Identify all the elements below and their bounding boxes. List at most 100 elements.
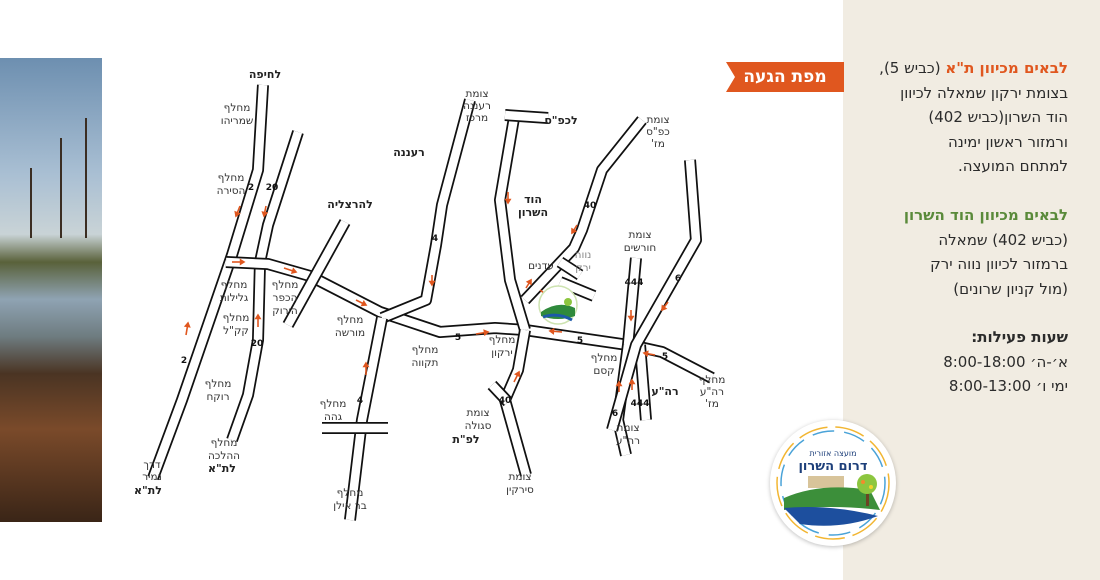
direction-arrow-head bbox=[261, 211, 269, 218]
label-glilot-2: גלילות bbox=[220, 292, 249, 304]
hours-row: א׳-ה׳ 8:00-18:00 bbox=[943, 352, 1068, 371]
label-kfar-hayarok-3: הירוק bbox=[272, 305, 297, 317]
label-halacha-ta: לת"א bbox=[208, 462, 236, 475]
label-halacha-2: ההלכה bbox=[208, 450, 240, 462]
hours-title: שעות פעילות: bbox=[971, 328, 1068, 346]
label-tikva: מחלף bbox=[412, 344, 439, 356]
label-rosh-haayin-east-3: מז' bbox=[705, 398, 719, 410]
road-number-20: 20 bbox=[266, 183, 279, 193]
label-morasha: מחלף bbox=[337, 314, 364, 326]
label-kfar-saba-east-2: כפ"ס bbox=[646, 126, 670, 138]
label-bar-ilan: מחלף bbox=[337, 487, 364, 499]
hours-row: ימי ו׳ 8:00-13:00 bbox=[948, 377, 1068, 395]
direction-arrow-head bbox=[234, 210, 241, 218]
label-kfar-saba-east-3: מז' bbox=[651, 138, 665, 150]
label-kkl-2: קק"ל bbox=[223, 325, 249, 337]
road-number-6: 6 bbox=[675, 274, 681, 284]
road-number-5: 5 bbox=[455, 333, 461, 343]
label-horashim-2: חורשים bbox=[624, 242, 656, 254]
label-shmaryahu-2: שמריהו bbox=[221, 115, 254, 127]
tree-trunk bbox=[85, 118, 87, 238]
label-tikva-2: תקווה bbox=[412, 357, 439, 369]
logo-line1: מועצה אזורית bbox=[810, 449, 857, 458]
label-horashim: צומת bbox=[628, 229, 651, 241]
label-rosh-haayin-jct-2: רה"ע bbox=[616, 435, 640, 447]
road-number-5: 5 bbox=[577, 336, 583, 346]
label-raanana: רעננה bbox=[393, 146, 424, 159]
road-neve-yarek-1-fill bbox=[557, 258, 583, 279]
label-hasira: מחלף bbox=[218, 172, 245, 184]
label-kasem-2: קסם bbox=[593, 365, 614, 377]
label-shmaryahu: מחלף bbox=[224, 102, 251, 114]
road-number-2: 2 bbox=[181, 356, 187, 366]
label-rokach-2: רוקח bbox=[206, 391, 229, 403]
direction-line: הוד השרון(כביש 402) bbox=[928, 108, 1068, 126]
road-2-fill bbox=[149, 84, 268, 480]
road-number-2: 2 bbox=[248, 183, 254, 193]
road-number-40: 40 bbox=[499, 396, 512, 406]
label-kkl: מחלף bbox=[223, 312, 250, 324]
label-hod-hasharon: הוד bbox=[524, 193, 542, 206]
direction-line: למתחם המועצה. bbox=[957, 157, 1068, 175]
direction-arrow-head bbox=[513, 370, 521, 378]
from-hod-hasharon-heading: לבאים מכיוון הוד השרון bbox=[903, 206, 1068, 224]
council-logo: מועצה אזורית דרום השרון bbox=[770, 420, 896, 546]
road-6-fill bbox=[607, 159, 701, 432]
label-sirkin: צומת bbox=[508, 471, 531, 483]
road-herzliya-fill bbox=[284, 219, 349, 328]
label-segula-2: סגולה bbox=[465, 420, 492, 432]
label-rosh-haayin-east-2: רה"ע bbox=[700, 386, 724, 398]
orchard-photo bbox=[0, 58, 102, 522]
directions-from-tel-aviv: לבאים מכיוון ת"א (כביש 5), בצומת ירקון ש… bbox=[828, 56, 1068, 179]
direction-arrow-head bbox=[627, 315, 635, 322]
road-number-20: 20 bbox=[251, 339, 264, 349]
road-number-4: 4 bbox=[432, 234, 438, 244]
direction-arrow-head bbox=[362, 361, 370, 368]
council-logo-graphic: מועצה אזורית דרום השרון bbox=[776, 426, 890, 540]
label-petah-tikva: לפ"ת bbox=[452, 433, 479, 446]
label-adanim: עדנים bbox=[528, 260, 554, 272]
road-number-444: 444 bbox=[625, 278, 644, 288]
road-neve-yarek-2-fill bbox=[558, 278, 596, 300]
label-rosh-haayin-east: מחלף bbox=[699, 374, 726, 386]
direction-line: ברמזור לכיוון נווה ירק bbox=[930, 255, 1068, 273]
direction-line: (כביש 402) שמאלה bbox=[938, 230, 1068, 249]
tree-trunk bbox=[30, 168, 32, 238]
label-kfar-saba-east: צומת bbox=[646, 114, 669, 126]
road-40-north-fill bbox=[521, 117, 646, 303]
label-hod-hasharon-2: השרון bbox=[518, 206, 548, 219]
direction-arrow-head bbox=[525, 278, 532, 286]
road-444-south-fill bbox=[635, 344, 651, 421]
label-glilot: מחלף bbox=[221, 279, 248, 291]
tree-trunk bbox=[60, 138, 62, 238]
direction-arrow-head bbox=[239, 258, 246, 266]
label-rokach: מחלף bbox=[205, 378, 232, 390]
direction-line: ורמזור ראשון ימינה bbox=[947, 132, 1068, 151]
label-geha: מחלף bbox=[320, 398, 347, 410]
direction-arrow-head bbox=[428, 280, 436, 287]
road-segula-fill bbox=[488, 382, 512, 405]
label-rosh-haayin: רה"ע bbox=[651, 385, 678, 398]
road-number-444: 444 bbox=[631, 399, 650, 409]
label-morasha-2: מורשה bbox=[335, 327, 365, 339]
label-halacha: מחלף bbox=[211, 437, 238, 449]
label-rosh-haayin-jct: צומת bbox=[616, 422, 639, 434]
direction-arrow-head bbox=[360, 299, 368, 307]
council-location-marker bbox=[538, 285, 578, 325]
direction-arrow-head bbox=[183, 321, 191, 328]
label-sirkin-2: סירקין bbox=[506, 484, 534, 496]
direction-arrow-head bbox=[661, 304, 668, 312]
label-segula: צומת bbox=[466, 407, 489, 419]
label-bar-ilan-2: בר אילן bbox=[333, 500, 367, 512]
logo-line2: דרום השרון bbox=[798, 459, 867, 474]
direction-arrow-head bbox=[628, 378, 636, 385]
direction-arrow-head bbox=[254, 313, 262, 320]
label-namir-ta: לת"א bbox=[134, 484, 162, 497]
direction-line: בצומת ירקון שמאלה לכיוון bbox=[900, 83, 1068, 102]
road-number-6: 6 bbox=[612, 409, 618, 419]
road-402-fill bbox=[495, 111, 530, 332]
direction-arrow-head bbox=[571, 227, 578, 235]
label-geha-2: גהה bbox=[324, 411, 343, 423]
label-yarkon: מחלף bbox=[489, 334, 516, 346]
road-yarkon-south-fill bbox=[500, 329, 531, 477]
